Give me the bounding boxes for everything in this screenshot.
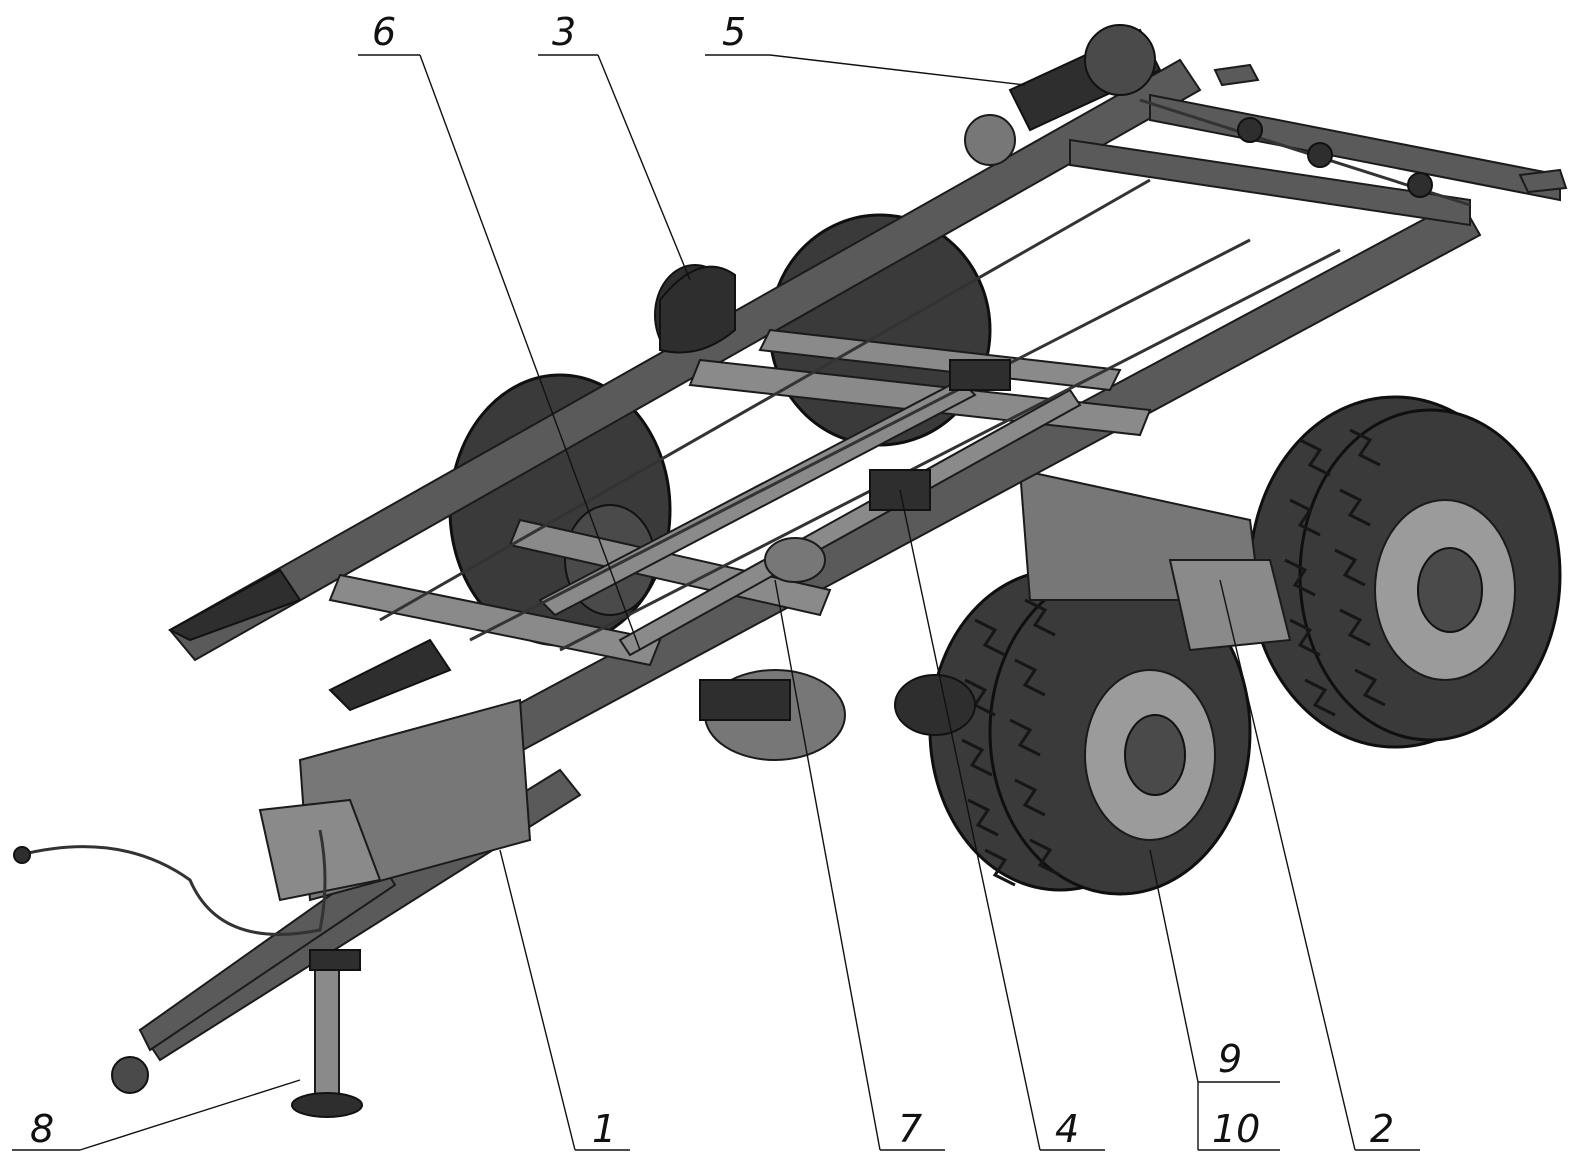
callout-2: 2 <box>1370 1107 1394 1151</box>
front-dual-wheel <box>928 568 1252 896</box>
callout-9: 9 <box>1218 1037 1242 1081</box>
callout-10: 10 <box>1212 1107 1260 1151</box>
gearbox-drive <box>964 24 1471 207</box>
central-mechanism <box>699 359 1011 761</box>
callout-labels: 6 3 5 1 7 4 8 9 10 2 <box>30 10 1394 1151</box>
rear-dual-wheel <box>1248 395 1562 749</box>
callout-6: 6 <box>372 10 396 54</box>
callout-3: 3 <box>552 10 576 54</box>
brake-drum <box>659 265 736 354</box>
drawbar <box>13 698 582 1118</box>
axle-assembly <box>894 468 1292 736</box>
callout-8: 8 <box>30 1107 54 1151</box>
callout-7: 7 <box>898 1107 922 1151</box>
chassis-frame <box>167 58 1568 767</box>
callout-4: 4 <box>1055 1107 1079 1151</box>
callout-5: 5 <box>722 10 746 54</box>
control-cables <box>379 178 1341 652</box>
leader-lines <box>12 54 1420 1151</box>
callout-1: 1 <box>592 1107 616 1151</box>
